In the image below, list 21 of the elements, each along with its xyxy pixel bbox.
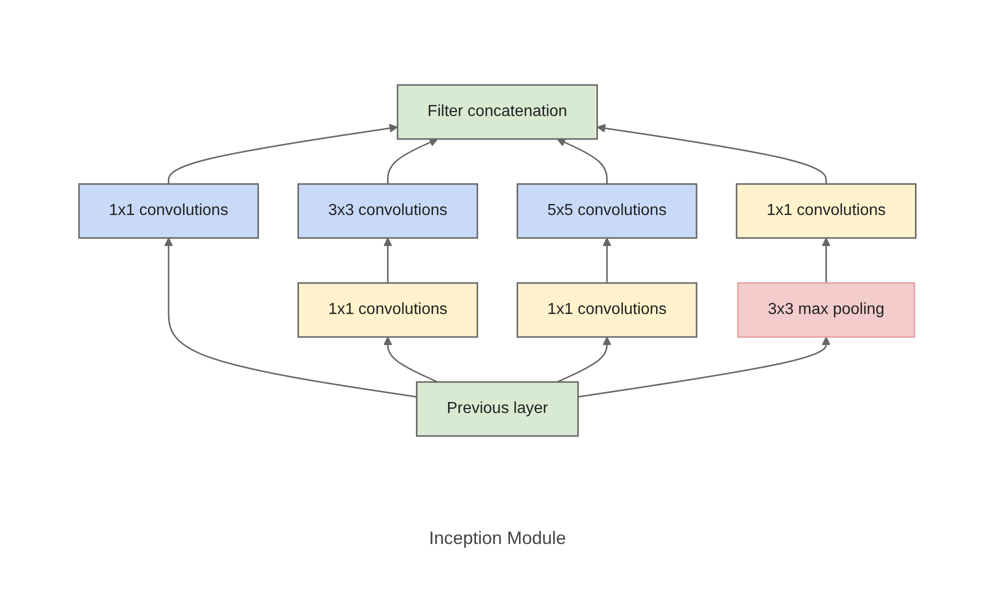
node-box: 1x1 convolutions bbox=[516, 282, 698, 338]
arrow bbox=[384, 336, 438, 382]
node-box: Filter concatenation bbox=[396, 84, 598, 140]
arrow bbox=[602, 237, 612, 282]
node-box: 1x1 convolutions bbox=[736, 182, 917, 238]
arrow bbox=[556, 138, 608, 184]
node-box: 3x3 convolutions bbox=[298, 182, 478, 238]
arrow bbox=[384, 237, 392, 282]
node-box: 1x1 convolutions bbox=[298, 282, 478, 338]
node-box: 1x1 convolutions bbox=[78, 182, 260, 238]
arrow bbox=[822, 237, 831, 282]
caption: Inception Module bbox=[428, 528, 566, 549]
node-box: 5x5 convolutions bbox=[516, 182, 698, 238]
node-box: Previous layer bbox=[416, 380, 579, 436]
arrow bbox=[578, 336, 831, 398]
arrow bbox=[596, 123, 828, 184]
arrow bbox=[164, 237, 417, 398]
arrow bbox=[556, 336, 612, 382]
arrow bbox=[168, 123, 398, 184]
node-box: 3x3 max pooling bbox=[737, 282, 916, 338]
arrow bbox=[387, 138, 438, 184]
